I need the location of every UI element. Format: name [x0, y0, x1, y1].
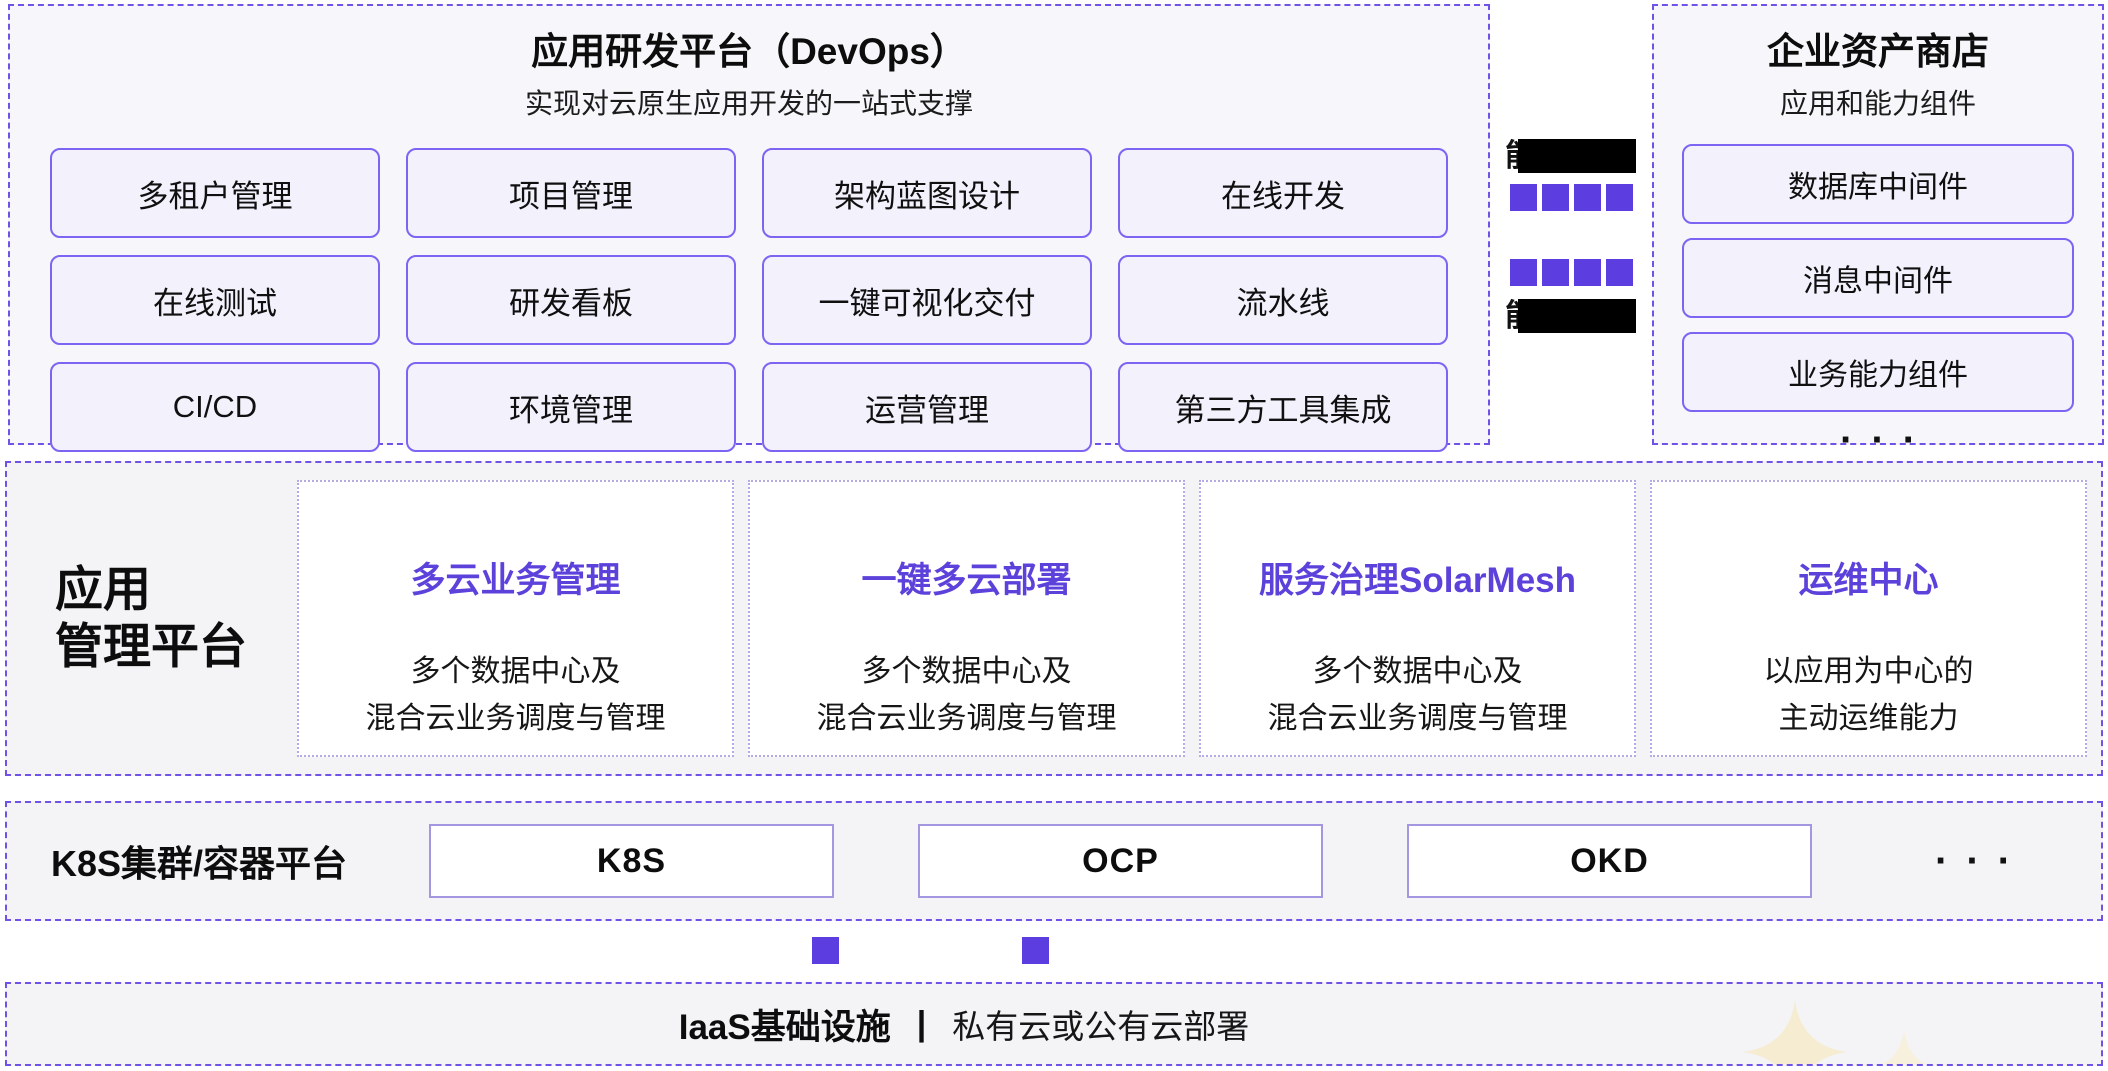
container-platform-box: OKD — [1407, 824, 1812, 898]
app-management-band: 应用 管理平台 多云业务管理 多个数据中心及 混合云业务调度与管理 一键多云部署… — [5, 461, 2103, 776]
container-platform-box: K8S — [429, 824, 834, 898]
capability-block — [1605, 184, 1633, 211]
devops-feature-box: 流水线 — [1118, 255, 1448, 345]
container-platform-box: OCP — [918, 824, 1323, 898]
container-platform-label: K8S集群/容器平台 — [51, 843, 348, 884]
redaction-bar — [1518, 299, 1636, 333]
card-title: 服务治理SolarMesh — [1259, 561, 1576, 600]
iaas-separator: | — [916, 1004, 927, 1043]
app-management-label: 应用 管理平台 — [55, 562, 248, 674]
devops-feature-box: 环境管理 — [406, 362, 736, 452]
asset-store-more-ellipsis: ··· — [1840, 418, 1934, 462]
capability-block — [1541, 259, 1569, 286]
card-description: 多个数据中心及 混合云业务调度与管理 — [816, 655, 1117, 735]
devops-feature-box: 运营管理 — [762, 362, 1092, 452]
connector-block — [812, 937, 839, 964]
iaas-subtitle: 私有云或公有云部署 — [952, 1008, 1250, 1045]
card-description: 多个数据中心及 混合云业务调度与管理 — [1267, 655, 1568, 735]
asset-store-title: 企业资产商店 — [1767, 31, 1989, 72]
capability-bridge: 能 能 — [1490, 4, 1652, 445]
capability-blocks-row-1 — [1509, 184, 1633, 211]
asset-store-list: 数据库中间件消息中间件业务能力组件 — [1682, 144, 2074, 412]
capability-block — [1605, 259, 1633, 286]
capability-blocks-row-2 — [1509, 259, 1633, 286]
card-title: 多云业务管理 — [410, 561, 621, 600]
container-platform-more-ellipsis: ··· — [1935, 839, 2029, 883]
capability-block — [1541, 184, 1569, 211]
card-description: 多个数据中心及 混合云业务调度与管理 — [365, 655, 666, 735]
container-platform-band: K8S集群/容器平台 K8S OCP OKD ··· — [5, 801, 2103, 921]
asset-store-subtitle: 应用和能力组件 — [1779, 88, 1976, 119]
connector-block — [1022, 937, 1049, 964]
devops-feature-box: 多租户管理 — [50, 148, 380, 238]
app-management-card: 服务治理SolarMesh 多个数据中心及 混合云业务调度与管理 — [1199, 480, 1636, 757]
devops-feature-box: 第三方工具集成 — [1118, 362, 1448, 452]
sparkle-decoration — [1743, 1000, 1926, 1064]
card-title: 运维中心 — [1798, 561, 1939, 600]
redaction-bar — [1518, 139, 1636, 173]
capability-label-bottom: 能 — [1505, 299, 1637, 333]
capability-block — [1573, 184, 1601, 211]
iaas-title: IaaS基础设施 — [678, 1007, 891, 1047]
asset-store-item-box: 消息中间件 — [1682, 238, 2074, 318]
devops-feature-box: 在线开发 — [1118, 148, 1448, 238]
card-description: 以应用为中心的 主动运维能力 — [1763, 655, 1974, 735]
asset-store-panel: 企业资产商店 应用和能力组件 数据库中间件消息中间件业务能力组件 ··· — [1652, 4, 2104, 460]
iaas-band: IaaS基础设施 | 私有云或公有云部署 — [5, 982, 2103, 1066]
asset-store-item-box: 业务能力组件 — [1682, 332, 2074, 412]
card-title: 一键多云部署 — [861, 561, 1072, 600]
devops-feature-box: 架构蓝图设计 — [762, 148, 1092, 238]
devops-platform-panel: 应用研发平台（DevOps） 实现对云原生应用开发的一站式支撑 多租户管理项目管… — [8, 4, 1490, 452]
devops-platform-title: 应用研发平台（DevOps） — [531, 31, 967, 72]
app-management-card: 多云业务管理 多个数据中心及 混合云业务调度与管理 — [297, 480, 734, 757]
devops-feature-box: CI/CD — [50, 362, 380, 452]
capability-block — [1573, 259, 1601, 286]
app-management-cards: 多云业务管理 多个数据中心及 混合云业务调度与管理 一键多云部署 多个数据中心及… — [297, 480, 2087, 757]
iaas-content: IaaS基础设施 | 私有云或公有云部署 — [7, 984, 2101, 1064]
devops-feature-box: 研发看板 — [406, 255, 736, 345]
app-management-card: 一键多云部署 多个数据中心及 混合云业务调度与管理 — [748, 480, 1185, 757]
devops-feature-box: 项目管理 — [406, 148, 736, 238]
capability-block — [1509, 259, 1537, 286]
devops-feature-box: 一键可视化交付 — [762, 255, 1092, 345]
devops-feature-grid: 多租户管理项目管理架构蓝图设计在线开发在线测试研发看板一键可视化交付流水线 CI/… — [50, 148, 1448, 452]
capability-block — [1509, 184, 1537, 211]
capability-label-top: 能 — [1505, 139, 1637, 173]
devops-feature-box: 在线测试 — [50, 255, 380, 345]
devops-platform-subtitle: 实现对云原生应用开发的一站式支撑 — [524, 88, 973, 119]
app-management-card: 运维中心 以应用为中心的 主动运维能力 — [1650, 480, 2087, 757]
container-platform-boxes: K8S OCP OKD — [429, 824, 1812, 898]
asset-store-item-box: 数据库中间件 — [1682, 144, 2074, 224]
